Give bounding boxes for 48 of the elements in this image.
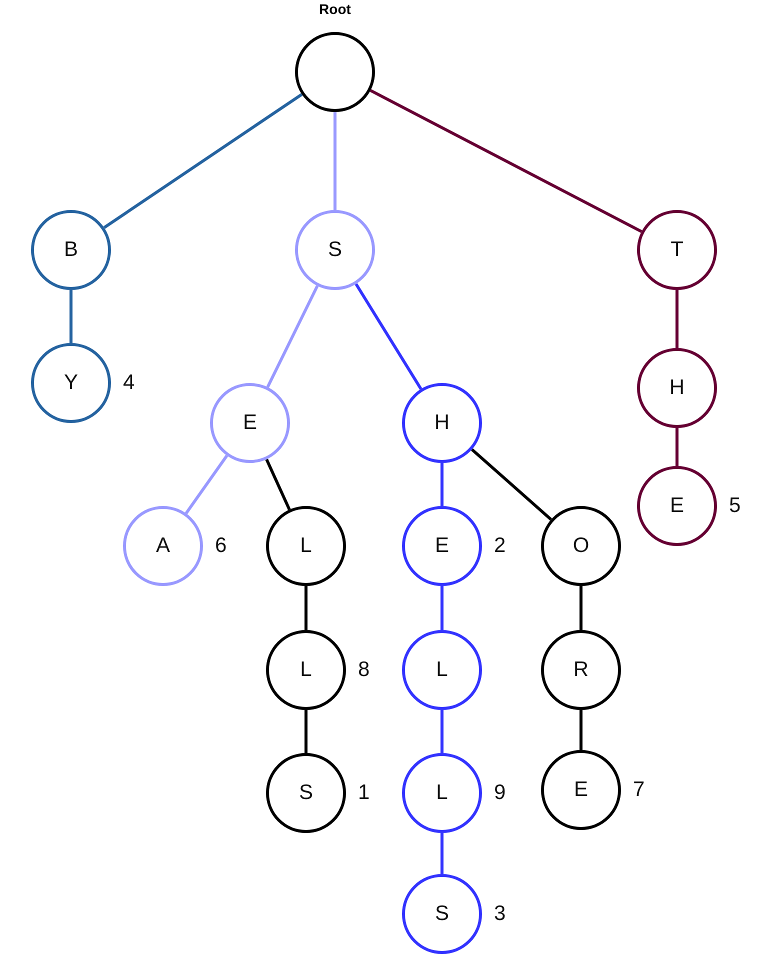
node-letter: T <box>670 238 684 262</box>
tree-edge <box>334 112 336 210</box>
tree-edge <box>103 93 303 229</box>
node-letter: L <box>436 781 448 805</box>
node-letter: O <box>572 534 590 558</box>
node-count: 3 <box>494 902 506 926</box>
node-count: 5 <box>729 494 741 518</box>
tree-edge <box>580 586 582 630</box>
node-letter: L <box>300 658 312 682</box>
tree-edge <box>265 458 291 510</box>
node-letter: E <box>670 494 684 518</box>
node-count: 9 <box>494 781 506 805</box>
tree-edge <box>676 290 678 348</box>
node-letter: H <box>434 411 450 435</box>
node-letter: B <box>64 238 78 262</box>
tree-edge <box>440 586 444 630</box>
node-letter: R <box>573 658 589 682</box>
node-count: 7 <box>633 778 645 802</box>
tree-edge <box>184 454 228 514</box>
node-letter: E <box>242 411 257 435</box>
node-count: 4 <box>123 371 135 395</box>
tree-edge <box>266 285 319 388</box>
tree-edge <box>370 89 642 233</box>
tree-edge <box>440 833 444 874</box>
tree-edge <box>304 710 308 753</box>
node-letter: S <box>434 902 449 926</box>
node-letter: E <box>434 534 449 558</box>
tree-edge <box>354 283 422 390</box>
tree-edge <box>70 290 72 343</box>
node-letter: H <box>669 376 685 400</box>
node-count: 6 <box>215 534 227 558</box>
node-letter: L <box>300 534 312 558</box>
node-count: 1 <box>358 781 370 805</box>
node-count: 8 <box>358 658 370 682</box>
node-count: 2 <box>494 534 506 558</box>
node-letter: S <box>298 781 313 805</box>
tree-edge <box>304 586 308 630</box>
tree-edge <box>440 710 444 753</box>
node-letter: E <box>574 778 588 802</box>
node-letter: L <box>436 658 448 682</box>
node-letter: A <box>156 534 170 558</box>
tree-edge <box>470 448 552 521</box>
node-letter: S <box>328 238 342 262</box>
tree-edge <box>676 428 678 466</box>
node-letter: Y <box>64 371 78 395</box>
tree-edge <box>440 463 444 506</box>
tree-edge <box>580 710 582 750</box>
root-heading: Root <box>319 1 351 17</box>
